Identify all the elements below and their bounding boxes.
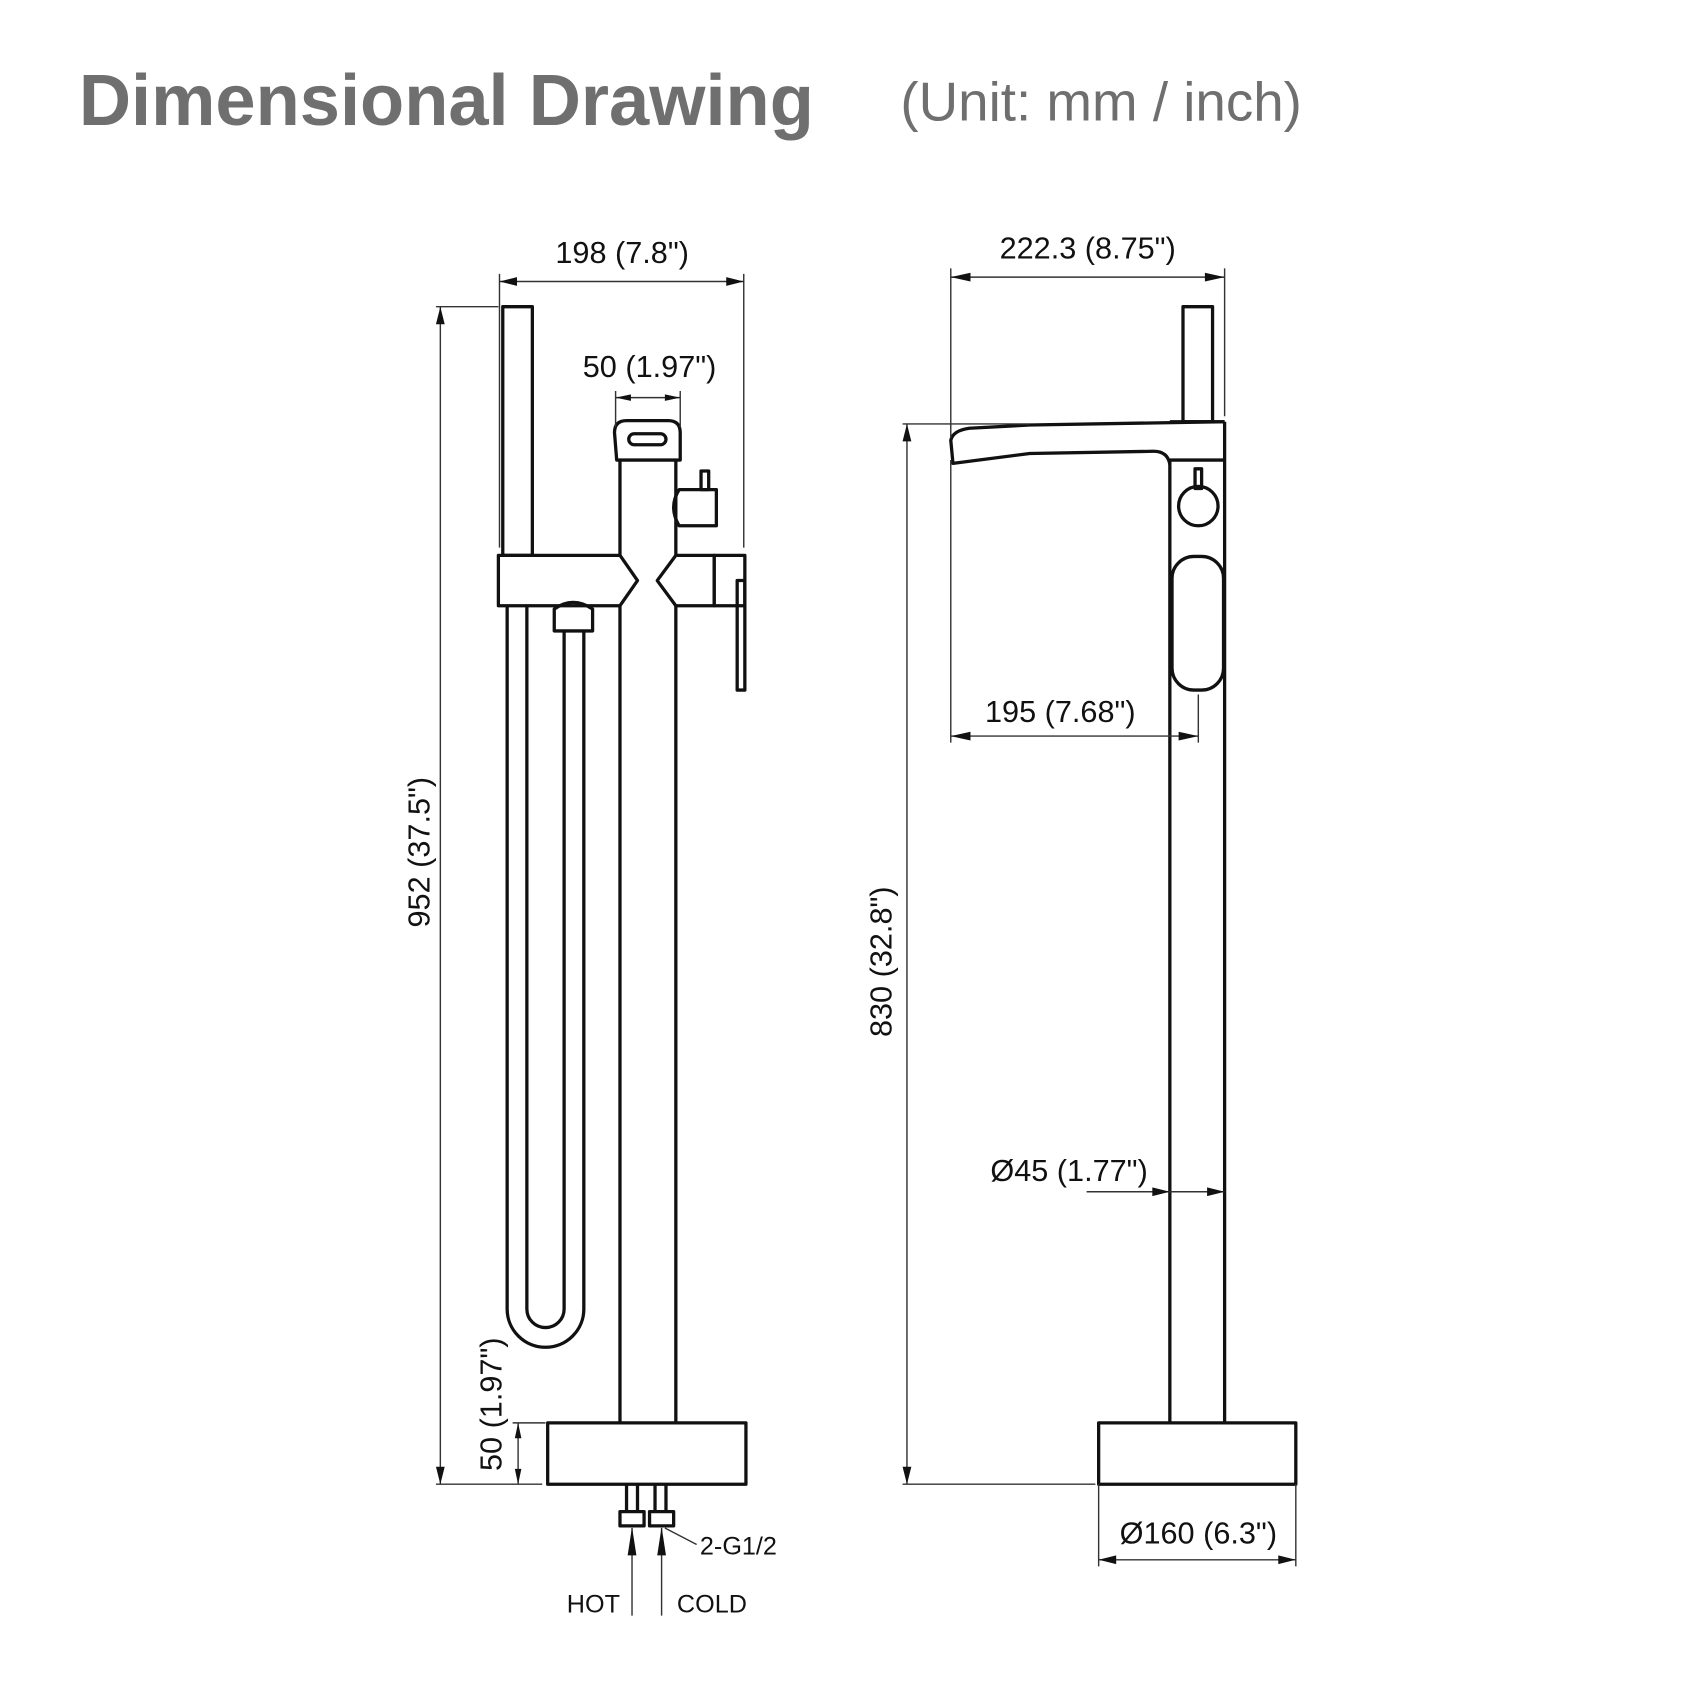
spout-width-label: 50 (1.97") [583,350,717,384]
faucet-front-outline [496,305,748,1528]
dimension-overall-width: 198 (7.8") [498,236,745,548]
hot-label: HOT [567,1590,620,1618]
dimension-overall-height: 952 (37.5") [402,305,543,1485]
dimension-base-diameter: Ø160 (6.3") [1097,1484,1297,1567]
cold-label: COLD [677,1590,747,1618]
drawing-title: Dimensional Drawing [79,61,814,141]
column-diameter-label: Ø45 (1.77") [990,1154,1147,1188]
dimension-column-diameter: Ø45 (1.77") [990,1154,1225,1197]
dimension-spout-height: 830 (32.8") [865,423,1096,1485]
dimension-spout-width: 50 (1.97") [583,350,717,428]
side-view: 222.3 (8.75") 195 (7.68") 830 (32.8") Ø4… [865,232,1298,1567]
overall-height-label: 952 (37.5") [402,777,436,928]
connection-label: 2-G1/2 [700,1532,777,1560]
dimension-spout-reach: 195 (7.68") [950,460,1200,743]
overall-width-label: 198 (7.8") [555,236,689,270]
spout-reach-label: 195 (7.68") [985,695,1136,729]
faucet-side-outline [949,305,1298,1486]
drawing-subtitle: (Unit: mm / inch) [900,70,1302,132]
base-diameter-label: Ø160 (6.3") [1120,1516,1277,1550]
water-inlets: 2-G1/2 HOT COLD [567,1526,777,1618]
dimension-overall-depth: 222.3 (8.75") [950,232,1226,439]
base-height-label: 50 (1.97") [475,1337,509,1471]
dimension-base-height: 50 (1.97") [475,1337,546,1485]
overall-depth-label: 222.3 (8.75") [1000,232,1176,266]
front-view: 198 (7.8") 50 (1.97") 952 (37.5") 50 (1.… [402,236,777,1618]
spout-height-label: 830 (32.8") [865,886,899,1037]
